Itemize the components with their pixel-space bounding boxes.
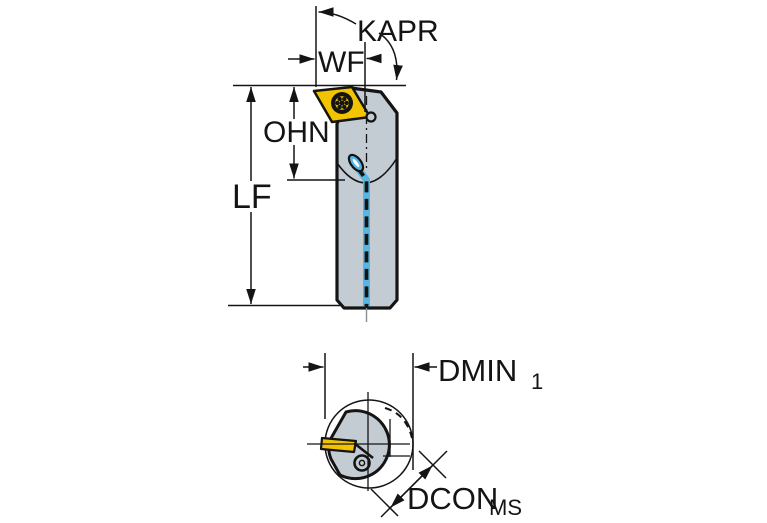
kapr-leader	[318, 7, 357, 25]
screw-end-inner	[358, 459, 366, 467]
wf-label: WF	[318, 46, 365, 79]
dcon-sub-label: MS	[489, 495, 522, 520]
lf-label: LF	[232, 178, 272, 216]
dcon-dashed-arc	[384, 407, 413, 439]
coolant-outlet	[347, 153, 365, 173]
end-view: DMIN 1 DCON MS	[303, 353, 543, 520]
ohn-label: OHN	[263, 116, 330, 149]
dcon-arrow-lower	[389, 486, 412, 509]
dmin-label: DMIN	[438, 353, 517, 388]
screw-end	[353, 454, 371, 472]
pocket-edge	[353, 441, 374, 460]
tool-body-end	[327, 409, 391, 481]
insert-screw	[331, 92, 353, 114]
dcon-label: DCON	[407, 481, 498, 516]
kapr-arc	[378, 32, 403, 81]
nose-hole	[365, 111, 377, 123]
dcon-ext-lower	[370, 488, 399, 517]
dmin-sub-label: 1	[531, 369, 543, 394]
kapr-label: KAPR	[357, 15, 439, 48]
insert-end-view	[319, 436, 358, 454]
side-view: LF OHN WF KAPR	[228, 6, 439, 322]
dcon-arrow-upper	[411, 464, 434, 487]
